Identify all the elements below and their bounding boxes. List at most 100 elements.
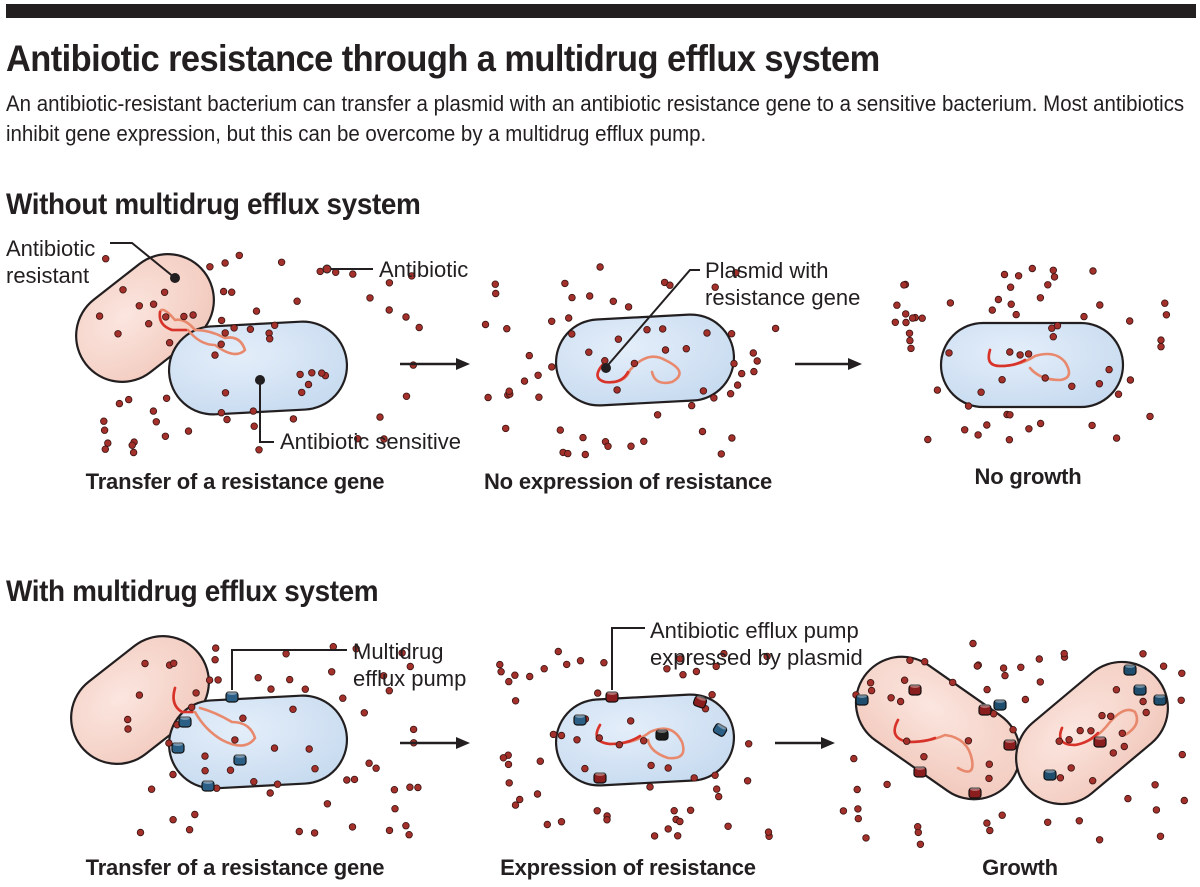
antibiotic-dot-353 xyxy=(903,737,911,745)
antibiotic-dot-142 xyxy=(974,431,982,439)
antibiotic-dot-184 xyxy=(1006,411,1014,419)
antibiotic-dot-169 xyxy=(893,301,901,309)
antibiotic-dot-309 xyxy=(600,659,608,667)
efflux-pump-8 xyxy=(692,695,708,709)
antibiotic-dot-244 xyxy=(328,668,336,676)
antibiotic-dot-159 xyxy=(1114,390,1123,398)
antibiotic-dot-350 xyxy=(1009,726,1017,734)
antibiotic-dot-148 xyxy=(1036,294,1045,302)
antibiotic-dot-143 xyxy=(1105,365,1113,374)
label-multidrug-efflux-pump: Multidrug efflux pump xyxy=(353,639,467,691)
antibiotic-dot-369 xyxy=(1001,671,1009,680)
antibiotic-dot-123 xyxy=(738,369,746,378)
antibiotic-dot-43 xyxy=(289,415,298,423)
label-antibiotic-sensitive: Antibiotic sensitive xyxy=(280,429,461,454)
antibiotic-dot-93 xyxy=(520,377,529,385)
antibiotic-dot-220 xyxy=(406,662,414,671)
antibiotic-dot-303 xyxy=(543,820,551,829)
antibiotic-dot-55 xyxy=(277,258,286,266)
antibiotic-dot-130 xyxy=(503,325,511,333)
antibiotic-dot-170 xyxy=(1016,351,1024,359)
antibiotic-dot-181 xyxy=(1007,300,1015,308)
antibiotic-dot-79 xyxy=(596,263,604,271)
antibiotic-dot-126 xyxy=(505,387,513,395)
antibiotic-dot-323 xyxy=(1120,742,1128,751)
antibiotic-dot-78 xyxy=(653,411,662,419)
antibiotic-dot-80 xyxy=(753,357,761,365)
antibiotic-dot-63 xyxy=(100,417,108,425)
antibiotic-dot-351 xyxy=(916,840,925,848)
antibiotic-dot-115 xyxy=(728,434,736,442)
antibiotic-dot-41 xyxy=(408,272,416,280)
antibiotic-dot-286 xyxy=(712,662,720,671)
antibiotic-dot-295 xyxy=(511,697,520,705)
antibiotic-dot-317 xyxy=(557,818,566,826)
antibiotic-dot-161 xyxy=(1162,311,1171,319)
antibiotic-dot-20 xyxy=(217,340,225,348)
antibiotic-dot-95 xyxy=(556,426,564,434)
antibiotic-dot-228 xyxy=(311,765,319,773)
antibiotic-dot-191 xyxy=(988,306,996,314)
antibiotic-dot-211 xyxy=(402,822,410,830)
antibiotic-dot-92 xyxy=(771,324,780,333)
antibiotic-dot-230 xyxy=(365,759,373,767)
antibiotic-dot-223 xyxy=(165,739,173,747)
antibiotic-dot-373 xyxy=(998,811,1006,819)
efflux-pump-13 xyxy=(978,704,992,716)
antibiotic-dot-19 xyxy=(385,306,393,314)
label-efflux-pump-expressed: Antibiotic efflux pump expressed by plas… xyxy=(650,618,863,670)
antibiotic-dot-340 xyxy=(983,819,991,827)
antibiotic-dot-82 xyxy=(688,401,696,410)
antibiotic-dot-345 xyxy=(1095,836,1104,844)
antibiotic-dot-171 xyxy=(1025,425,1033,433)
efflux-pump-3 xyxy=(201,780,215,792)
antibiotic-dot-98 xyxy=(568,330,576,338)
antibiotic-dot-7 xyxy=(252,307,261,315)
process-arrow-2 xyxy=(795,358,862,370)
plasmid-red-4 xyxy=(172,686,194,714)
efflux-pump-18 xyxy=(1093,736,1107,748)
antibiotic-dot-10 xyxy=(100,426,109,434)
antibiotic-dot-167 xyxy=(1161,299,1169,307)
antibiotic-dot-164 xyxy=(961,426,969,434)
plasmid-transfer-1 xyxy=(158,308,247,356)
antibiotic-dot-306 xyxy=(540,665,548,673)
antibiotic-dot-89 xyxy=(525,351,533,360)
leader-antibiotic-sensitive xyxy=(259,380,274,443)
antibiotic-dot-108 xyxy=(581,450,589,459)
antibiotic-dot-30 xyxy=(180,312,188,321)
caption-row1-transfer: Transfer of a resistance gene xyxy=(85,469,385,494)
figure-subtitle: An antibiotic-resistant bacterium can tr… xyxy=(6,91,1185,146)
antibiotic-dot-245 xyxy=(201,767,209,775)
efflux-pump-2 xyxy=(178,716,192,728)
efflux-pump-22 xyxy=(1123,664,1137,676)
antibiotic-dot-316 xyxy=(505,779,513,787)
antibiotic-dot-97 xyxy=(711,283,719,291)
antibiotic-dot-379 xyxy=(1043,818,1052,826)
antibiotic-dot-15 xyxy=(119,286,127,294)
antibiotic-dot-319 xyxy=(676,817,684,826)
antibiotic-dot-157 xyxy=(924,435,932,444)
antibiotic-dot-105 xyxy=(601,357,609,365)
antibiotic-dot-189 xyxy=(906,336,914,345)
antibiotic-dot-100 xyxy=(491,280,499,288)
antibiotic-dot-208 xyxy=(123,715,132,724)
antibiotic-dot-354 xyxy=(1055,737,1063,745)
antibiotic-dot-252 xyxy=(398,649,406,657)
antibiotic-dot-155 xyxy=(998,376,1006,384)
antibiotic-dot-94 xyxy=(535,393,543,401)
antibiotic-dot-9 xyxy=(189,311,197,319)
efflux-pump-21 xyxy=(1003,739,1017,751)
antibiotic-dot-8 xyxy=(124,395,133,404)
antibiotic-dot-152 xyxy=(1005,436,1014,444)
antibiotic-dot-178 xyxy=(1006,348,1014,356)
antibiotic-dot-139 xyxy=(1125,317,1134,325)
antibiotic-dot-285 xyxy=(505,677,513,686)
antibiotic-dot-149 xyxy=(1041,374,1049,382)
antibiotic-dot-256 xyxy=(169,659,178,667)
antibiotic-dot-59 xyxy=(221,389,230,397)
antibiotic-dot-342 xyxy=(1180,796,1188,805)
antibiotic-dot-101 xyxy=(609,297,617,305)
antibiotic-dot-196 xyxy=(406,783,414,791)
antibiotic-dot-281 xyxy=(764,828,773,836)
